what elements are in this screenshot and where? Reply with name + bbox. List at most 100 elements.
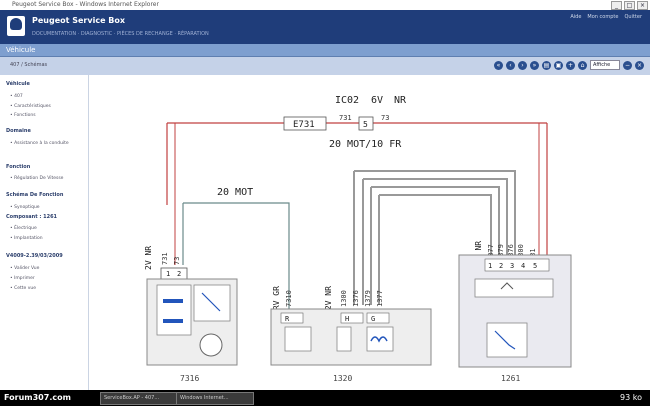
switch-block — [156, 284, 192, 336]
mot-label: 20 MOT — [217, 187, 253, 198]
switch-blue-top — [163, 299, 183, 303]
brand-title: Peugeot Service Box — [32, 16, 126, 25]
right-wire-1377-label: 1377 — [487, 244, 495, 261]
prev-icon[interactable]: ‹ — [506, 60, 515, 70]
sidebar-item-this-view[interactable]: Cette vue — [10, 286, 36, 291]
last-icon[interactable]: » — [530, 60, 539, 70]
account-link[interactable]: Mon compte — [587, 14, 619, 20]
switch-arrow-icon — [201, 292, 221, 312]
window-title: Peugeot Service Box - Windows Internet E… — [12, 1, 159, 8]
wire-20-mot — [183, 202, 290, 315]
mid-pin-c: G — [371, 315, 375, 323]
zoom-out-icon[interactable]: − — [623, 60, 632, 70]
maximize-button[interactable]: □ — [624, 1, 635, 10]
sidebar-section-version: V4009-2.39/03/2009 — [6, 253, 63, 259]
mid-pin-b: H — [345, 315, 349, 323]
gear-icon — [199, 333, 223, 357]
sidebar-item-electric[interactable]: Électrique — [10, 226, 37, 231]
home-icon[interactable]: ⌂ — [578, 60, 587, 70]
wire-gray-4 — [379, 194, 492, 265]
lion-icon — [10, 18, 22, 30]
mid-connector-1-label: 4RV GR — [272, 286, 281, 315]
download-size: 93 ko — [620, 393, 642, 402]
right-connector-label: 8V NR — [474, 241, 483, 265]
sidebar-item-implantation[interactable]: Implantation — [10, 236, 43, 241]
peugeot-logo — [7, 16, 25, 36]
mid-wire-7310-label: 7310 — [285, 290, 293, 307]
close-icon[interactable]: × — [635, 60, 644, 70]
right-pin-2: 2 — [499, 262, 503, 270]
component-1261-label: 1261 — [501, 374, 520, 383]
wiring-svg: E731 5 731 73 IC02 6V NR 20 MOT/10 FR 20… — [144, 95, 572, 383]
splice-box — [358, 116, 374, 131]
quit-link[interactable]: Quitter — [624, 14, 642, 20]
task-servicebox[interactable]: ServiceBox.AP - 407... — [100, 392, 178, 405]
splice-label: 5 — [363, 120, 368, 129]
minimize-button[interactable]: _ — [611, 1, 622, 10]
nr-top-label: NR — [394, 95, 407, 106]
wire-gray-1 — [354, 170, 516, 265]
mid-pin-box-b — [340, 312, 364, 324]
close-button[interactable]: × — [637, 1, 648, 10]
sidebar-item-validate[interactable]: Valider Vue — [10, 266, 39, 271]
mid-wire-1376-label: 1376 — [352, 290, 360, 307]
sidebar-item-speed-regulation[interactable]: Régulation De Vitesse — [10, 176, 63, 181]
component-1320-label: 1320 — [333, 374, 352, 383]
right-pin-3: 3 — [510, 262, 514, 270]
sidebar-section-schema: Schéma De Fonction — [6, 192, 64, 198]
toolbar: 407 / Schémas « ‹ › » ▤ ▣ + ⌂ Affiche − … — [0, 57, 650, 75]
right-pin-4: 4 — [521, 262, 525, 270]
brand-subtitle: DOCUMENTATION · DIAGNOSTIC · PIÈCES DE R… — [32, 31, 209, 37]
mid-connector-2-label: 32V NR — [324, 286, 333, 315]
mid-wire-1377-label: 1377 — [376, 290, 384, 307]
sidebar-item-synoptic[interactable]: Synoptique — [10, 205, 39, 210]
sidebar: Véhicule 407 Caractéristiques Fonctions … — [0, 75, 89, 390]
mid-pin-box-a — [280, 312, 304, 324]
sidebar-section-function: Fonction — [6, 164, 31, 170]
zoom-in-icon[interactable]: + — [566, 60, 575, 70]
wire-731-label: 731 — [339, 114, 352, 122]
right-pin-1: 1 — [488, 262, 492, 270]
sidebar-item-assistance[interactable]: Assistance à la conduite — [10, 141, 69, 146]
help-link[interactable]: Aide — [570, 14, 582, 20]
sidebar-item-print[interactable]: Imprimer — [10, 276, 35, 281]
print-icon[interactable]: ▤ — [542, 60, 551, 70]
contact-icon — [500, 282, 514, 290]
mid-pin-box-c — [366, 312, 390, 324]
breadcrumb: 407 / Schémas — [10, 62, 48, 68]
next-icon[interactable]: › — [518, 60, 527, 70]
forum-watermark: Forum307.com — [4, 393, 71, 402]
wiring-diagram: E731 5 731 73 IC02 6V NR 20 MOT/10 FR 20… — [89, 75, 650, 390]
right-wire-1300-label: 1300 — [517, 244, 525, 261]
sidebar-section-domain: Domaine — [6, 128, 31, 134]
right-switch-symbol — [474, 278, 554, 298]
mot-fr-label: 20 MOT/10 FR — [329, 139, 402, 150]
sidebar-item-407[interactable]: 407 — [10, 94, 23, 99]
fit-icon[interactable]: ▣ — [554, 60, 563, 70]
first-icon[interactable]: « — [494, 60, 503, 70]
right-pin-5: 5 — [533, 262, 537, 270]
right-connector — [484, 258, 550, 272]
section-label: Véhicule — [6, 46, 36, 54]
sidebar-item-characteristics[interactable]: Caractéristiques — [10, 104, 51, 109]
right-wire-1376-label: 1376 — [507, 244, 515, 261]
taskbar: Forum307.com ServiceBox.AP - 407... Wind… — [0, 390, 650, 406]
actuator-arrow-icon — [494, 330, 516, 350]
sidebar-section-vehicle: Véhicule — [6, 81, 30, 87]
sidebar-item-functions[interactable]: Fonctions — [10, 113, 35, 118]
zoom-select[interactable]: Affiche — [590, 60, 620, 70]
coil-icon — [370, 336, 388, 343]
section-bar: Véhicule — [0, 44, 650, 57]
component-7316-label: 7316 — [180, 374, 199, 383]
task-ie[interactable]: Windows Internet... — [176, 392, 254, 405]
left-connector — [160, 267, 188, 280]
left-pin-1: 1 — [166, 270, 170, 278]
left-connector-label: 2V NR — [144, 246, 153, 270]
wire-73-label: 73 — [381, 114, 389, 122]
left-pin-2: 2 — [177, 270, 181, 278]
mid-pin-a: R — [285, 315, 290, 323]
sidebar-section-component: Composant : 1261 — [6, 214, 58, 220]
wire-gray-2 — [363, 178, 508, 265]
app-header: Peugeot Service Box DOCUMENTATION · DIAG… — [0, 10, 650, 44]
ic02-label: IC02 — [335, 95, 359, 106]
